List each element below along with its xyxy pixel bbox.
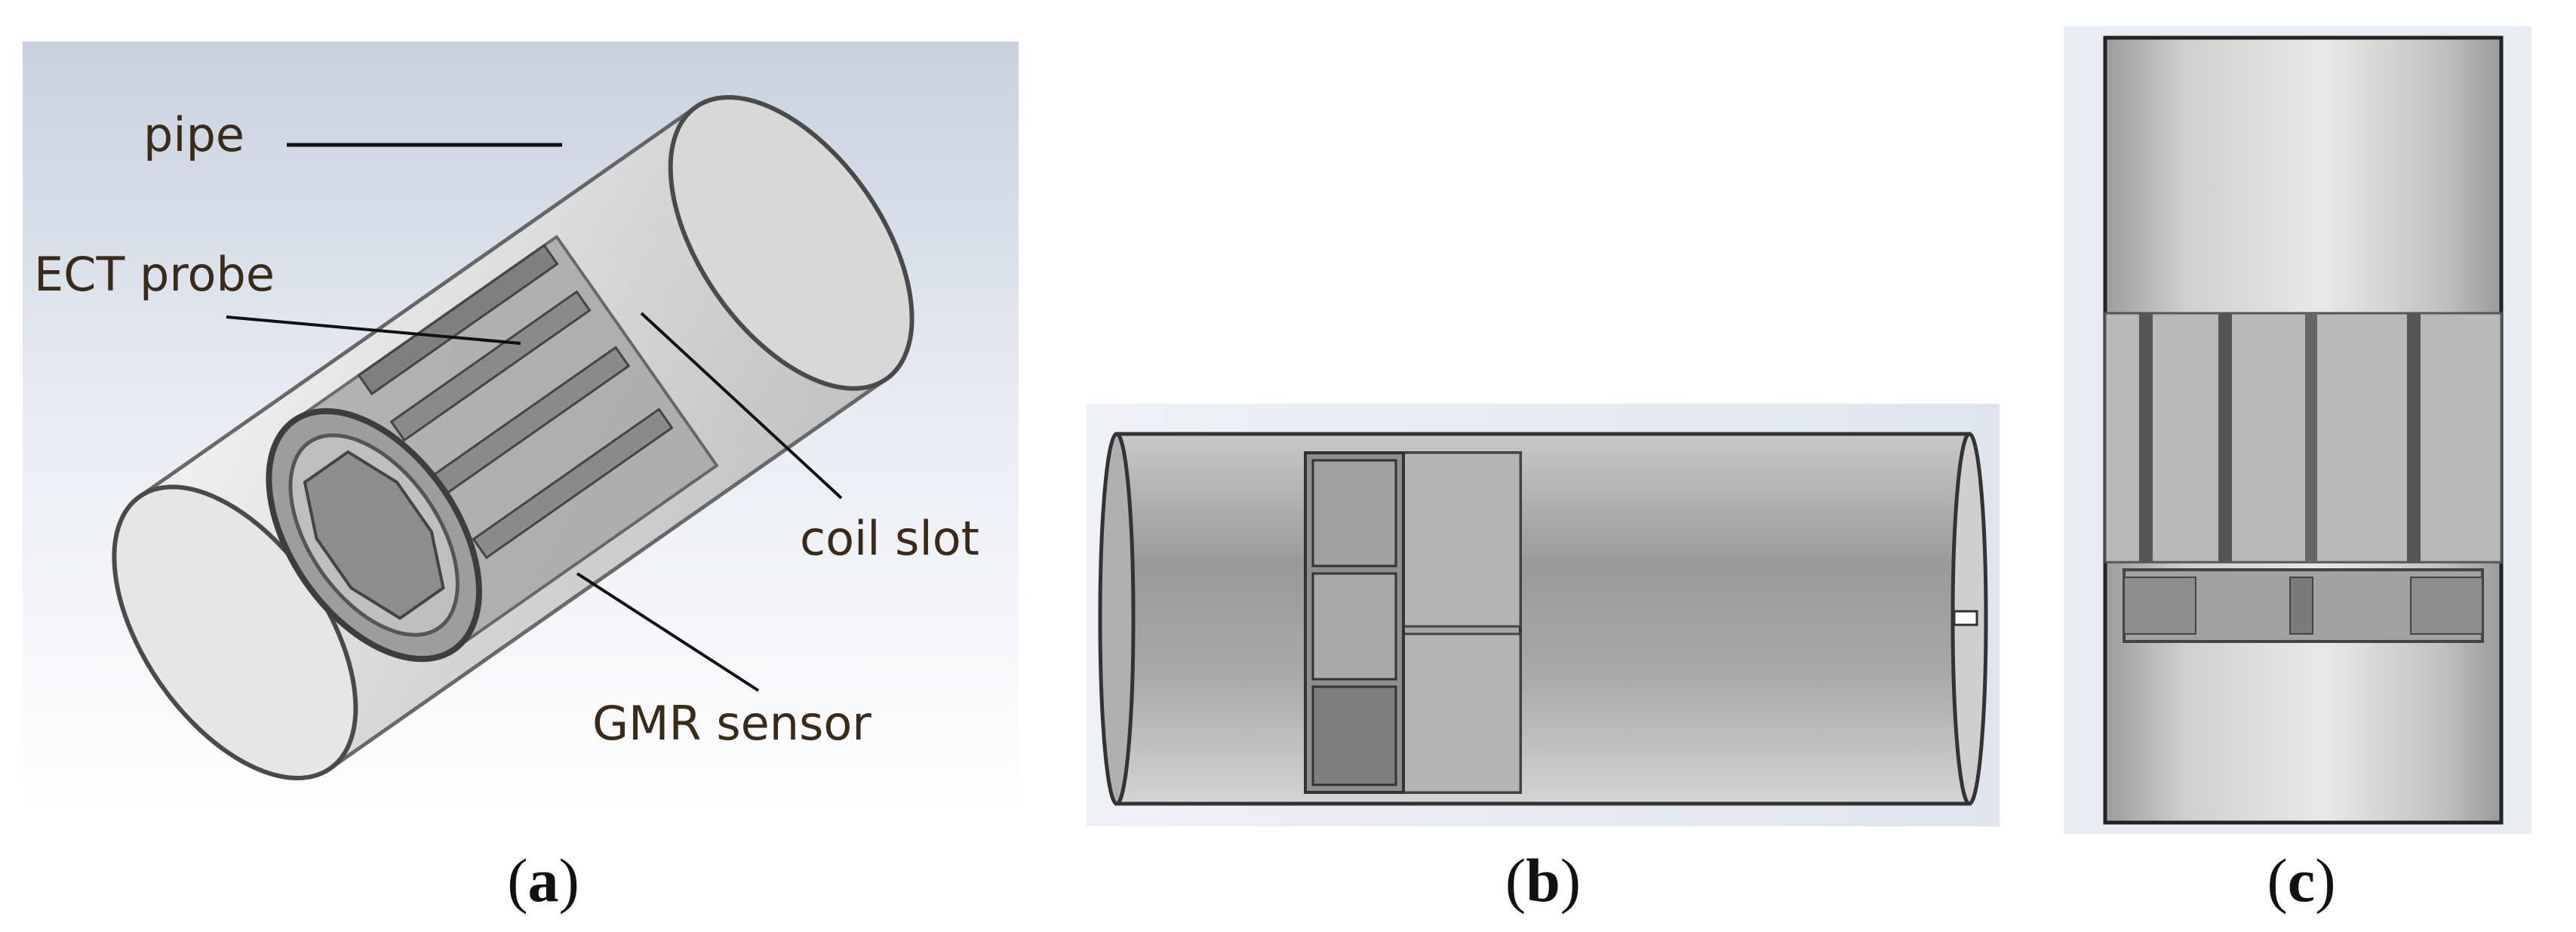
caption-b: (b) bbox=[1468, 845, 1618, 916]
probe-side-fin-bottom bbox=[1402, 632, 1522, 794]
pipe-side-notch bbox=[1953, 610, 1978, 626]
probe-front-slot-1 bbox=[2139, 313, 2153, 562]
panel-b-side-view bbox=[1087, 404, 2000, 826]
caption-a-open: ( bbox=[507, 846, 528, 915]
caption-c: (c) bbox=[2226, 845, 2377, 916]
caption-b-close: ) bbox=[1560, 846, 1582, 915]
caption-a: (a) bbox=[468, 845, 619, 916]
probe-front-slot-2 bbox=[2218, 313, 2232, 562]
panel-c-front-view bbox=[2064, 26, 2531, 834]
label-ect-probe: ECT probe bbox=[34, 247, 275, 302]
caption-a-close: ) bbox=[558, 846, 579, 915]
caption-c-close: ) bbox=[2315, 846, 2336, 915]
coil-slot-2 bbox=[389, 290, 592, 442]
panel-a-isometric-view: pipe ECT probe coil slot GMR sensor bbox=[23, 42, 1019, 819]
probe-side-fin-top bbox=[1402, 451, 1522, 628]
gmr-ring-front-seg-3 bbox=[2410, 577, 2483, 635]
probe-octagon bbox=[303, 450, 445, 620]
coil-slot-4 bbox=[472, 408, 674, 560]
probe-front-slot-3 bbox=[2305, 313, 2317, 562]
coil-slot-1 bbox=[357, 244, 559, 395]
label-coil-slot: coil slot bbox=[800, 511, 979, 566]
gmr-ring-segment-1 bbox=[1311, 459, 1397, 568]
pipe-body bbox=[112, 94, 915, 781]
gmr-ring-front-seg-1 bbox=[2123, 577, 2196, 635]
gmr-ring-segment-3 bbox=[1311, 685, 1397, 786]
ect-probe-leader-line bbox=[226, 315, 521, 345]
pipe-far-end bbox=[668, 94, 915, 391]
label-gmr-sensor: GMR sensor bbox=[592, 696, 871, 751]
caption-b-letter: b bbox=[1526, 846, 1560, 915]
caption-a-letter: a bbox=[527, 846, 559, 915]
caption-c-open: ( bbox=[2267, 846, 2288, 915]
caption-b-open: ( bbox=[1505, 846, 1526, 915]
probe-front-slot-4 bbox=[2407, 313, 2421, 562]
probe-front-band bbox=[2104, 312, 2503, 564]
pipe-side-body bbox=[1114, 432, 1972, 806]
label-pipe: pipe bbox=[143, 107, 244, 162]
gmr-sensor-leader-line bbox=[576, 572, 760, 692]
coil-slot-leader-line bbox=[640, 312, 843, 500]
gmr-ring-segment-2 bbox=[1311, 572, 1397, 681]
gmr-ring-front-seg-2 bbox=[2289, 577, 2313, 635]
caption-c-letter: c bbox=[2287, 846, 2316, 915]
pipe-side-left-end bbox=[1098, 432, 1136, 806]
